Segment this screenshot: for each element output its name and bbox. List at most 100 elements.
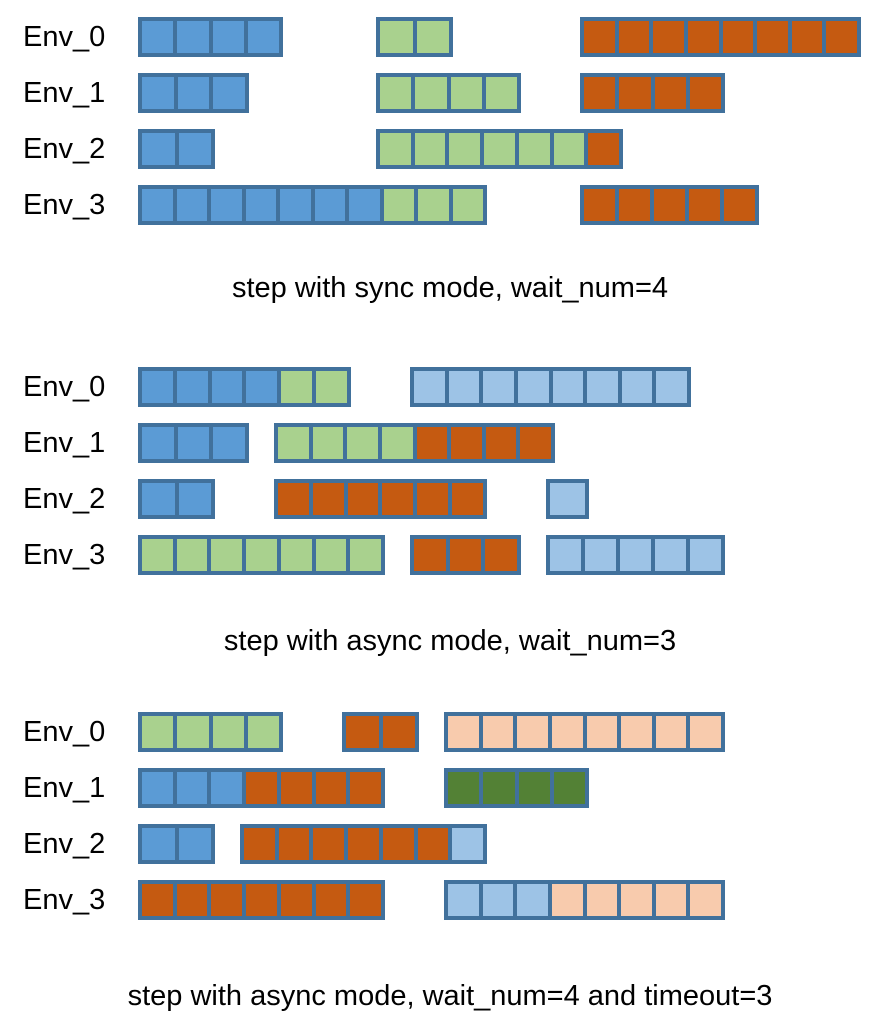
step-block [376,129,623,169]
step-cell-orange [278,828,310,860]
step-cell-light-blue [690,539,721,571]
step-cell-green [315,539,347,571]
step-cell-blue [142,21,174,53]
step-cell-orange [142,884,173,916]
step-cell-blue [142,483,175,515]
step-cell-orange [485,427,517,459]
step-cell-orange [244,828,275,860]
step-cell-dark-green [518,772,550,804]
step-cell-light-blue [621,371,653,403]
step-cell-orange [313,828,345,860]
step-block [138,129,215,169]
step-cell-orange [348,828,379,860]
step-cell-orange [347,483,379,515]
step-cell-light-orange [655,716,687,748]
env-label: Env_1 [23,427,106,459]
step-block [580,185,759,225]
step-cell-light-orange [586,716,618,748]
step-block [546,479,589,519]
step-cell-orange [619,77,651,109]
step-block [580,17,861,57]
env-row: Env_1 [0,768,882,808]
step-cell-orange [654,189,685,221]
step-cell-blue [280,189,311,221]
step-cell-light-orange [621,716,652,748]
env-label: Env_0 [23,716,106,748]
env-label: Env_0 [23,371,106,403]
step-cell-orange [312,483,344,515]
step-block [240,824,487,864]
step-cell-green [380,133,411,165]
step-block [138,17,283,57]
step-cell-light-orange [586,884,618,916]
step-cell-orange [417,483,449,515]
step-block [410,535,521,575]
step-block [580,73,725,113]
step-cell-light-blue [585,539,616,571]
step-block [444,880,725,920]
step-cell-green [449,133,481,165]
step-cell-green [381,427,413,459]
step-cell-orange [382,483,414,515]
step-cell-orange [315,884,347,916]
step-cell-orange [618,21,650,53]
env-label: Env_1 [23,77,106,109]
env-label: Env_3 [23,884,106,916]
step-cell-blue [142,427,174,459]
env-row: Env_0 [0,17,882,57]
step-cell-light-blue [517,371,549,403]
env-label: Env_0 [23,21,106,53]
step-cell-light-blue [483,371,514,403]
step-cell-blue [142,772,173,804]
step-cell-green [553,133,585,165]
env-label: Env_3 [23,189,106,221]
step-cell-green [416,21,449,53]
env-row: Env_1 [0,73,882,113]
step-cell-orange [584,189,615,221]
step-cell-orange [687,21,719,53]
env-label: Env_2 [23,133,106,165]
step-cell-orange [654,77,686,109]
step-cell-blue [142,133,175,165]
env-row: Env_0 [0,367,882,407]
step-cell-light-orange [690,884,721,916]
step-cell-blue [177,21,209,53]
step-cell-orange [350,884,382,916]
step-cell-green [212,716,244,748]
step-cell-green [142,539,173,571]
step-cell-blue [176,371,208,403]
step-cell-orange [449,539,482,571]
step-block [138,185,487,225]
step-cell-blue [142,189,173,221]
step-cell-blue [245,189,276,221]
step-cell-light-blue [482,884,514,916]
step-cell-green [281,371,313,403]
step-cell-blue [246,371,278,403]
step-cell-light-orange [655,884,687,916]
step-cell-orange [722,21,754,53]
step-cell-green [452,189,483,221]
step-cell-light-blue [550,539,581,571]
step-cell-light-blue [452,828,484,860]
step-cell-blue [212,21,244,53]
step-cell-orange [619,189,650,221]
env-row: Env_0 [0,712,882,752]
step-cell-green [380,77,412,109]
step-cell-orange [350,772,382,804]
panel-caption: step with async mode, wait_num=3 [223,625,677,657]
step-block [138,73,249,113]
step-cell-orange [315,772,347,804]
step-block [274,479,487,519]
step-block [138,768,385,808]
step-cell-green [485,77,517,109]
step-cell-dark-green [448,772,480,804]
step-cell-light-blue [517,884,548,916]
step-cell-orange [826,21,857,53]
step-cell-blue [211,371,243,403]
step-cell-blue [142,371,173,403]
step-cell-light-orange [551,716,583,748]
